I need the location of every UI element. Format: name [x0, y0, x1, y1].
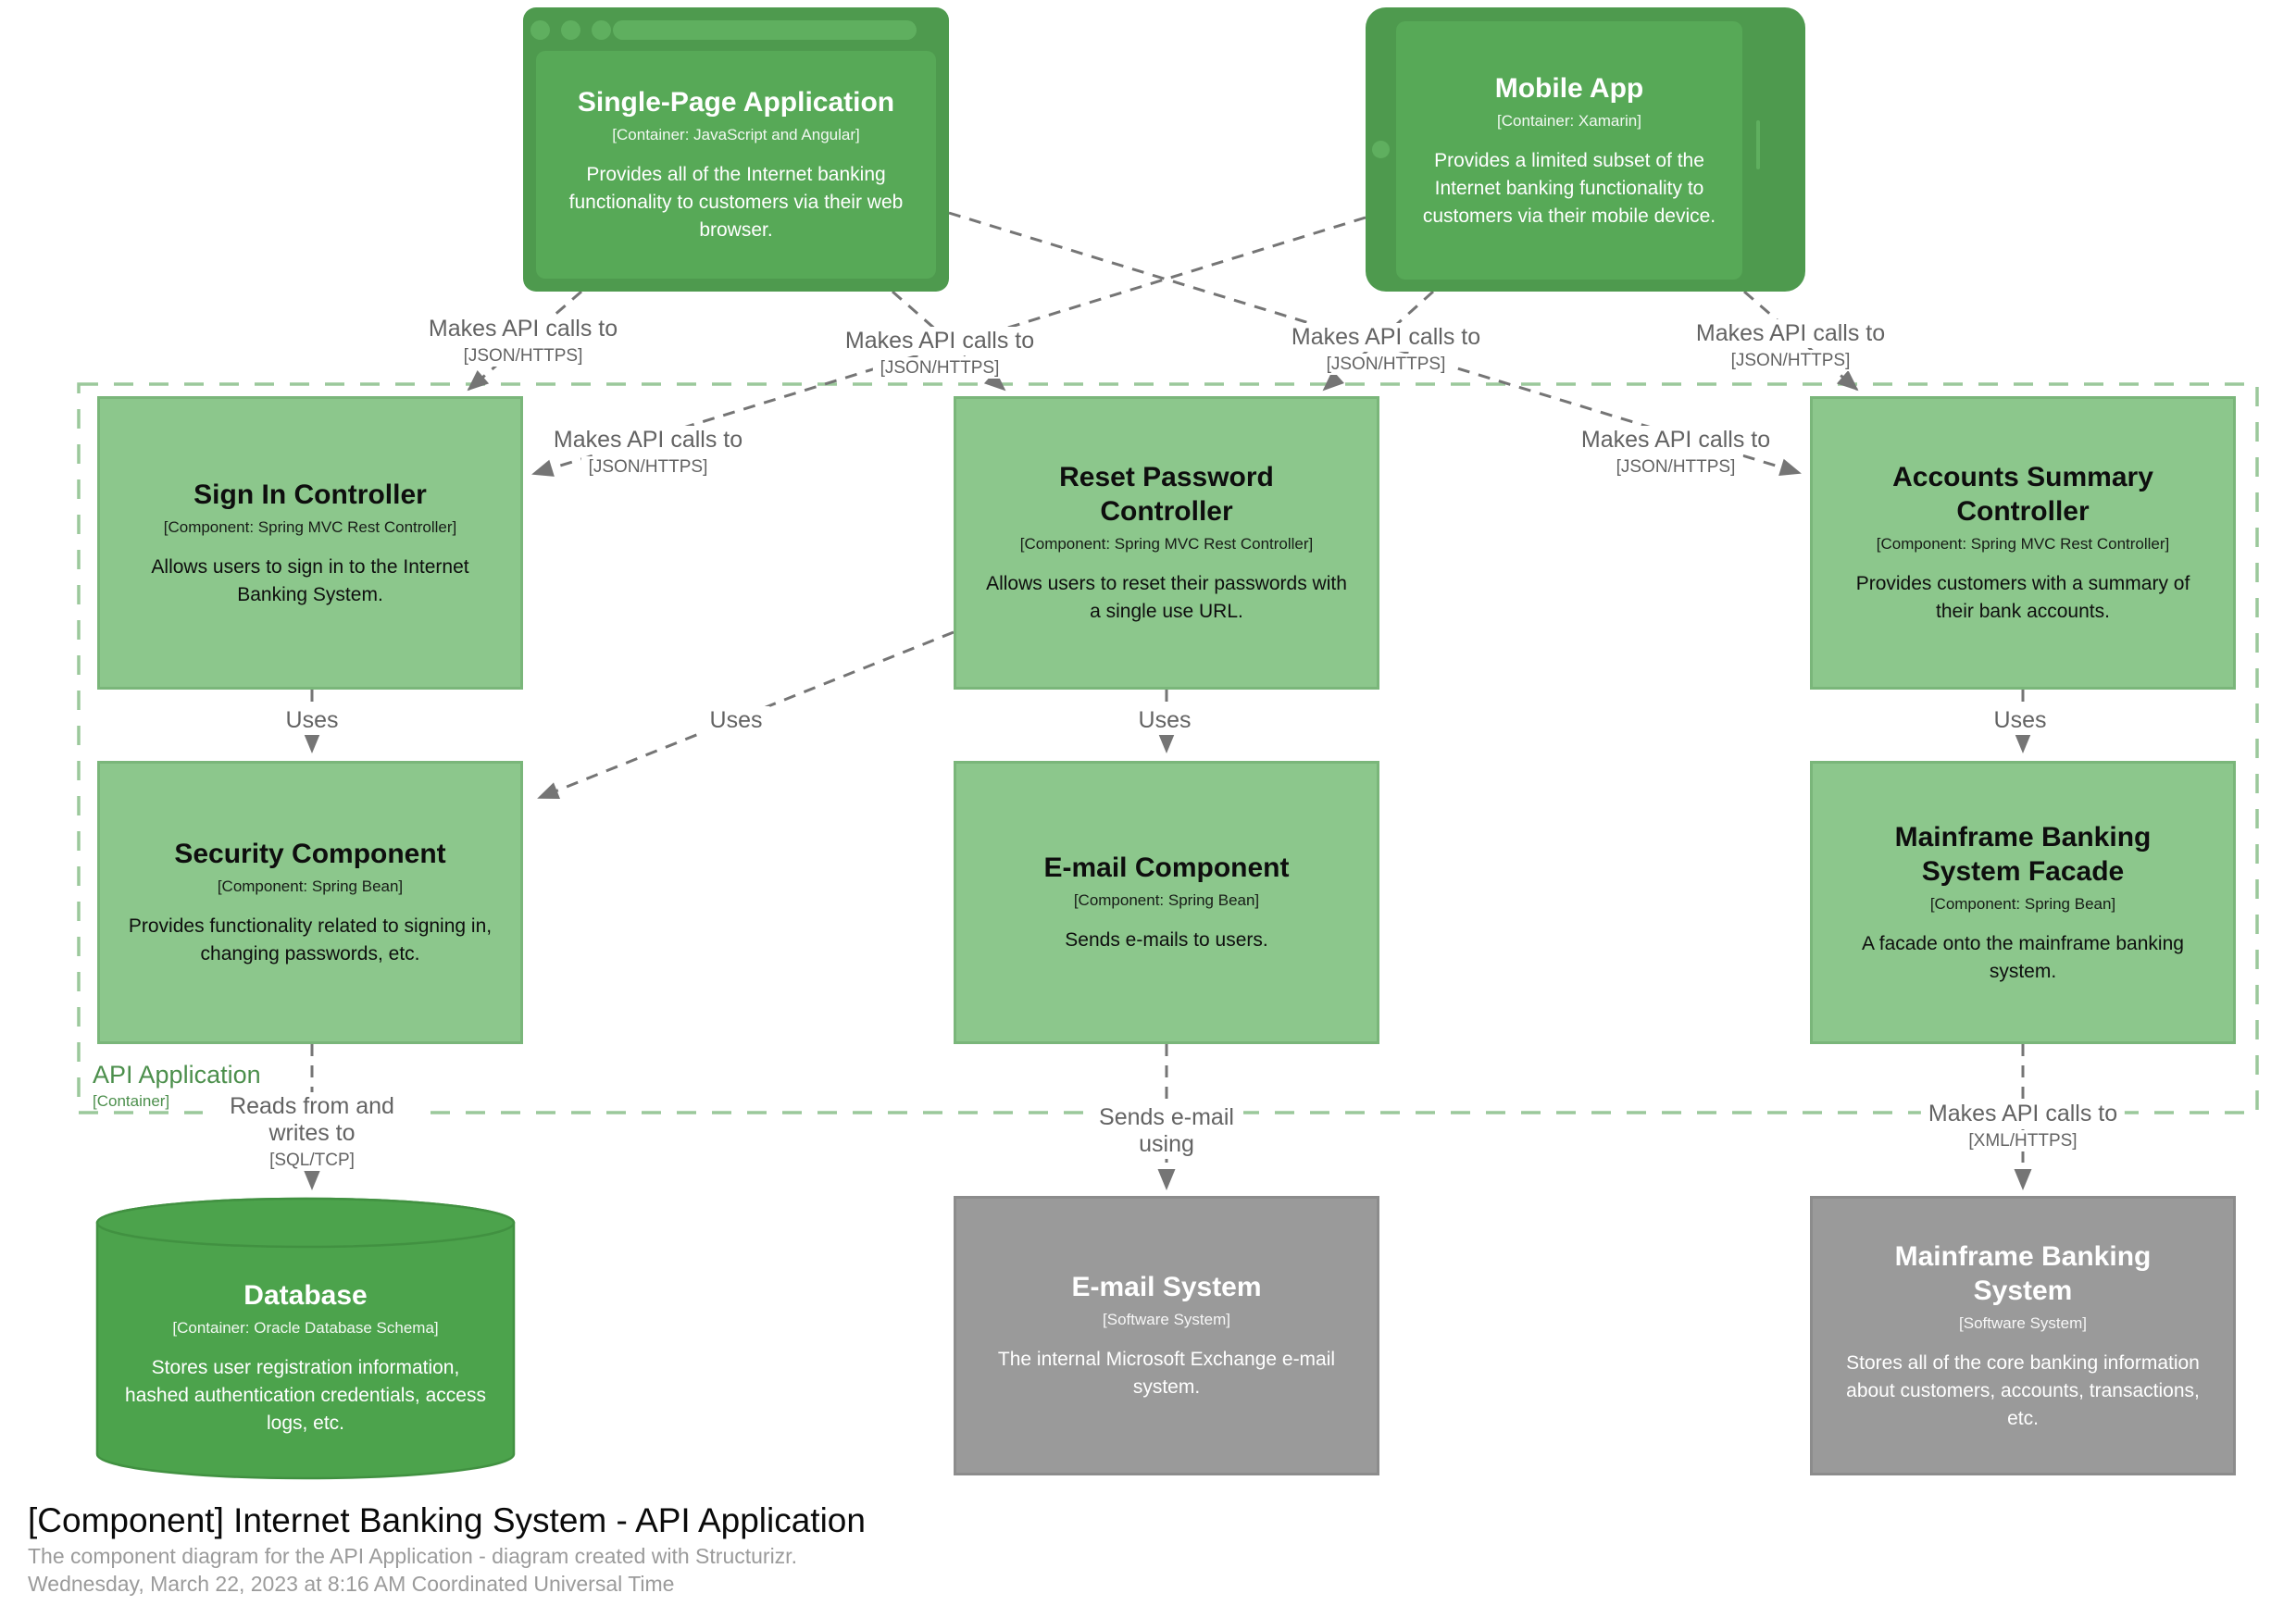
- node-description: The internal Microsoft Exchange e-mail s…: [997, 1349, 1336, 1398]
- edge-label-emailcomponent-emailsystem: Sends e-mail using: [1090, 1103, 1243, 1159]
- node-email-system[interactable]: E-mail System [Software System] The inte…: [954, 1196, 1379, 1475]
- tablet-side-slot-icon: [1756, 120, 1760, 169]
- diagram-title: [Component] Internet Banking System - AP…: [28, 1501, 866, 1539]
- node-description: Provides customers with a summary of the…: [1855, 573, 2190, 622]
- node-meta: [Component: Spring MVC Rest Controller]: [1876, 535, 2170, 553]
- node-security-component[interactable]: Security Component [Component: Spring Be…: [97, 761, 523, 1044]
- node-title: Accounts Summary Controller: [1892, 462, 2153, 527]
- diagram-timestamp: Wednesday, March 22, 2023 at 8:16 AM Coo…: [28, 1572, 675, 1596]
- tablet-home-button-icon: [1372, 141, 1390, 158]
- node-description: Stores user registration information, ha…: [125, 1357, 486, 1434]
- node-meta: [Container: JavaScript and Angular]: [612, 126, 860, 143]
- node-title: Mobile App: [1494, 72, 1644, 104]
- node-meta: [Component: Spring Bean]: [1929, 894, 2116, 913]
- node-email-component[interactable]: E-mail Component [Component: Spring Bean…: [954, 761, 1379, 1044]
- node-meta: [Software System]: [1959, 1313, 2087, 1332]
- browser-addressbar-icon: [613, 20, 917, 40]
- browser-dot-icon: [592, 20, 611, 40]
- edge-label-reset-emailcomponent: Uses: [1130, 706, 1199, 735]
- edge-label-mobile-reset: Makes API calls to [JSON/HTTPS]: [1283, 323, 1489, 375]
- api-application-boundary: [77, 382, 2259, 1114]
- edge-label-reset-security: Uses: [702, 706, 770, 735]
- node-mainframe-banking-system-facade[interactable]: Mainframe Banking System Facade [Compone…: [1810, 761, 2236, 1044]
- diagram-subtitle: The component diagram for the API Applic…: [28, 1544, 797, 1568]
- node-meta: [Software System]: [1103, 1311, 1230, 1328]
- node-title: E-mail Component: [1043, 853, 1290, 883]
- edge-label-spa-reset: Makes API calls to [JSON/HTTPS]: [837, 327, 1042, 379]
- database-cylinder-icon: [95, 1197, 516, 1480]
- browser-dot-icon: [561, 20, 580, 40]
- node-meta: [Container: Xamarin]: [1497, 111, 1641, 130]
- node-title: Single-Page Application: [577, 87, 895, 118]
- edge-label-signin-security: Uses: [278, 706, 346, 735]
- browser-dot-icon: [530, 20, 550, 40]
- edge-label-accounts-facade: Uses: [1986, 706, 2054, 735]
- node-title: Sign In Controller: [193, 479, 427, 510]
- node-mobile-app[interactable]: Mobile App [Container: Xamarin] Provides…: [1366, 7, 1805, 292]
- node-meta: [Component: Spring MVC Rest Controller]: [163, 517, 457, 536]
- edge-label-spa-accounts: Makes API calls to [JSON/HTTPS]: [1573, 426, 1778, 478]
- node-meta: [Component: Spring Bean]: [217, 877, 404, 895]
- node-description: Provides all of the Internet banking fun…: [568, 164, 904, 241]
- node-meta: [Container: Oracle Database Schema]: [172, 1319, 439, 1337]
- node-description: Sends e-mails to users.: [1065, 929, 1268, 951]
- node-description: Provides functionality related to signin…: [128, 915, 493, 965]
- node-description: Allows users to sign in to the Internet …: [151, 555, 469, 605]
- node-title: E-mail System: [1071, 1272, 1262, 1302]
- edge-label-spa-signin: Makes API calls to [JSON/HTTPS]: [420, 315, 626, 367]
- node-sign-in-controller[interactable]: Sign In Controller [Component: Spring MV…: [97, 396, 523, 690]
- node-description: Provides a limited subset of the Interne…: [1422, 149, 1716, 227]
- node-database[interactable]: Database [Container: Oracle Database Sch…: [95, 1196, 516, 1481]
- node-reset-password-controller[interactable]: Reset Password Controller [Component: Sp…: [954, 396, 1379, 690]
- node-description: Allows users to reset their passwords wi…: [986, 573, 1347, 622]
- node-meta: [Component: Spring MVC Rest Controller]: [1019, 535, 1314, 553]
- boundary-meta: [Container]: [93, 1092, 170, 1110]
- edge-label-security-database: Reads from and writes to [SQL/TCP]: [203, 1092, 421, 1171]
- edge-label-mobile-signin: Makes API calls to [JSON/HTTPS]: [545, 426, 751, 478]
- node-description: A facade onto the mainframe banking syst…: [1862, 932, 2184, 982]
- node-accounts-summary-controller[interactable]: Accounts Summary Controller [Component: …: [1810, 396, 2236, 690]
- node-description: Stores all of the core banking informati…: [1846, 1351, 2200, 1429]
- edge-label-mobile-accounts: Makes API calls to [JSON/HTTPS]: [1688, 319, 1893, 371]
- boundary-label: API Application [Container]: [93, 1061, 261, 1111]
- node-title: Reset Password Controller: [1059, 462, 1274, 527]
- node-single-page-application[interactable]: Single-Page Application [Container: Java…: [523, 7, 949, 292]
- edge-label-facade-mainframe: Makes API calls to [XML/HTTPS]: [1920, 1100, 2126, 1151]
- node-title: Database: [243, 1280, 368, 1311]
- node-mainframe-banking-system[interactable]: Mainframe Banking System [Software Syste…: [1810, 1196, 2236, 1475]
- node-title: Security Component: [174, 839, 446, 869]
- node-title: Mainframe Banking System Facade: [1894, 821, 2152, 887]
- node-meta: [Component: Spring Bean]: [1073, 891, 1260, 909]
- boundary-name: API Application: [93, 1061, 261, 1089]
- node-title: Mainframe Banking System: [1894, 1240, 2152, 1306]
